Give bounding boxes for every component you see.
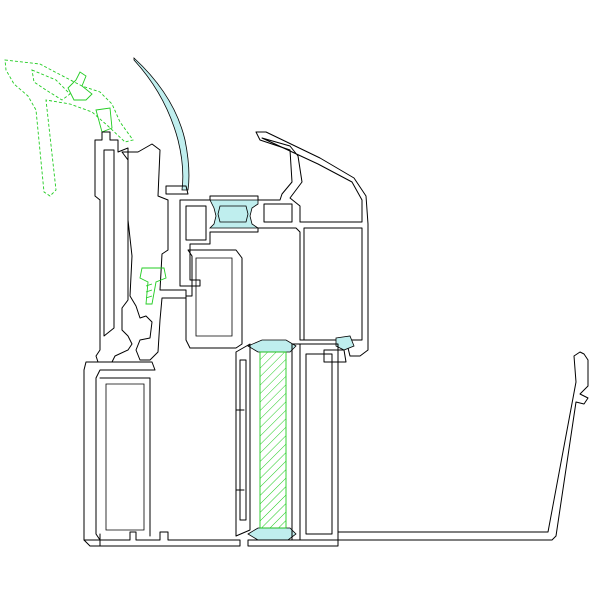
glass-pane-hatched bbox=[259, 351, 287, 529]
gasket-seals bbox=[209, 199, 355, 541]
glazing-bead-profile bbox=[235, 343, 347, 541]
sash-profile bbox=[179, 131, 369, 357]
outer-frame-profile bbox=[83, 131, 241, 547]
fixing-screw bbox=[139, 267, 167, 305]
curved-seal-strip bbox=[133, 57, 190, 195]
handle-hardware-dashed bbox=[4, 59, 134, 197]
sill-drip-profile bbox=[247, 351, 589, 547]
